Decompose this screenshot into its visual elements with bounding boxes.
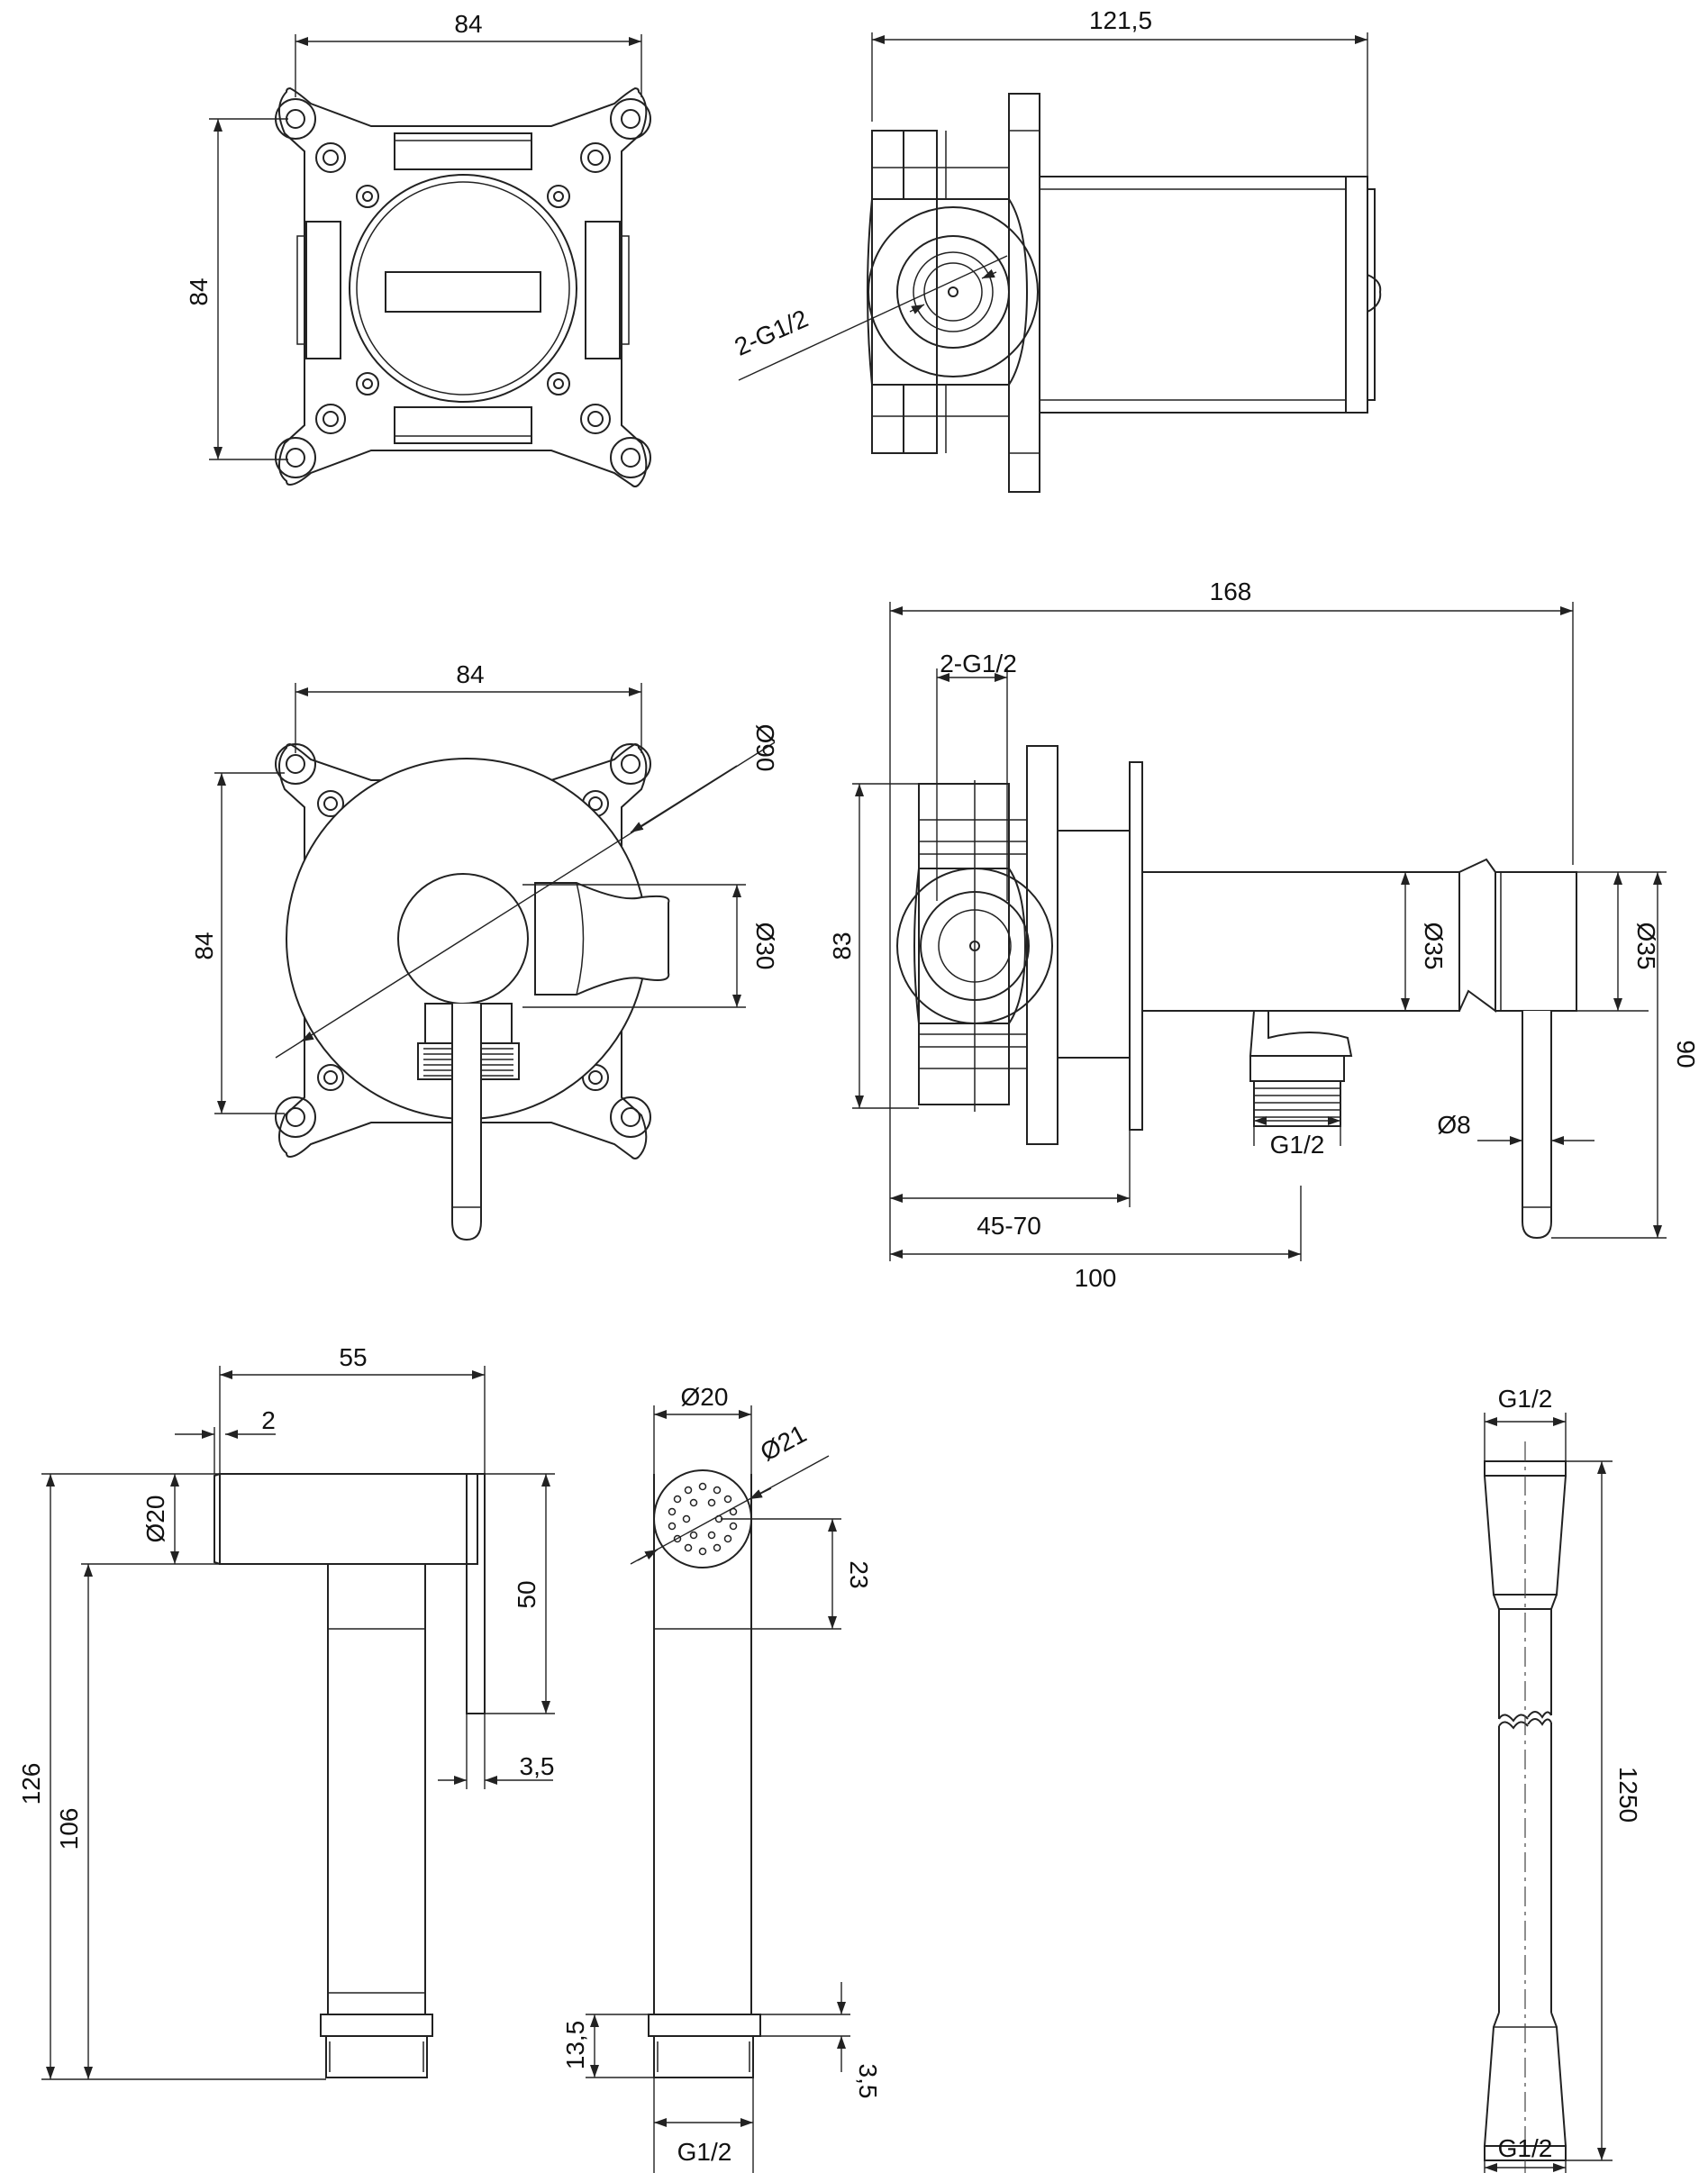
overall-length-label: 168: [1210, 577, 1252, 605]
frame-front-view: [275, 86, 651, 487]
head-height-label: 50: [513, 1580, 541, 1608]
handle-height-label: 106: [55, 1808, 83, 1850]
plate-diameter-label: Ø90: [751, 724, 779, 772]
valve-box-length-label: 121,5: [1089, 6, 1152, 34]
offset-label: 3,5: [520, 1752, 555, 1780]
hose-bottom-thread-label: G1/2: [1498, 2134, 1553, 2162]
body-diameter-label: Ø35: [1420, 923, 1448, 970]
holder-diameter-label: Ø35: [1632, 923, 1660, 970]
handle-diameter-label: Ø30: [751, 923, 779, 970]
thread-height-label: 13,5: [561, 2021, 589, 2070]
frame-front-width-label: 84: [454, 10, 482, 38]
head-diameter-front-label: Ø20: [681, 1383, 729, 1411]
shower-length-label: 55: [339, 1343, 367, 1371]
mixer-front-width-label: 84: [456, 660, 484, 688]
mixer-front-view: [275, 742, 670, 1241]
shower-thread-label: G1/2: [677, 2138, 732, 2166]
top-thread-label: 2-G1/2: [940, 650, 1017, 677]
hand-shower-side-view: [214, 1473, 486, 2078]
flange-label: 2: [261, 1406, 276, 1434]
valve-box-side-dimensions: 121,5 2-G1/2: [731, 6, 1368, 381]
valve-box-side-view: [867, 93, 1382, 493]
frame-front-height-label: 84: [185, 277, 213, 305]
shower-hose: [1483, 1441, 1567, 2173]
face-diameter-label: Ø21: [756, 1420, 811, 1467]
outlet-distance-label: 100: [1075, 1264, 1117, 1292]
mixer-side-dimensions: 168 2-G1/2 83 Ø35 Ø35 90 Ø8 G1/2 45-70 1…: [828, 577, 1700, 1292]
total-height-label: 90: [1672, 1040, 1700, 1068]
thread-offset-label: 3,5: [854, 2064, 882, 2099]
box-height-label: 83: [828, 932, 856, 959]
hand-shower-side-dimensions: 55 2 Ø20 50 3,5 126 106: [17, 1343, 555, 2080]
mixer-front-height-label: 84: [190, 932, 218, 959]
mixer-front-dimensions: 84 84 Ø90 Ø30: [190, 660, 779, 1114]
hose-top-thread-label: G1/2: [1498, 1385, 1553, 1413]
frame-front-dimensions: 84 84: [185, 10, 642, 460]
lever-diameter-label: Ø8: [1437, 1111, 1470, 1139]
mounting-depth-label: 45-70: [977, 1212, 1041, 1240]
valve-box-thread-label: 2-G1/2: [731, 305, 813, 361]
head-diameter-side-label: Ø20: [141, 1496, 169, 1543]
mixer-side-view: [896, 745, 1577, 1240]
shower-hose-dimensions: G1/2 1250 G1/2: [1484, 1385, 1642, 2173]
outlet-thread-label: G1/2: [1270, 1131, 1325, 1159]
hose-length-label: 1250: [1614, 1767, 1642, 1823]
hand-shower-front-view: [648, 1469, 761, 2078]
shower-total-height-label: 126: [17, 1763, 45, 1805]
head-depth-label: 23: [845, 1560, 873, 1588]
